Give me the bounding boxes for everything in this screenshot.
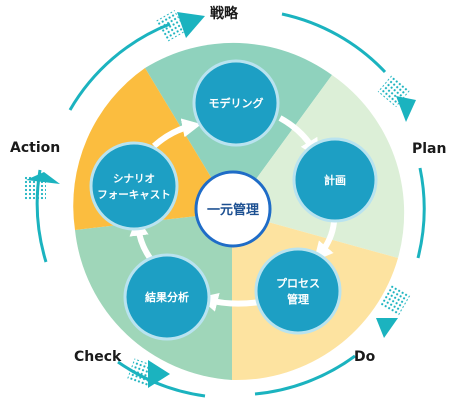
node-analysis: 結果分析 <box>123 253 211 341</box>
ring-arc-bottom <box>117 360 206 398</box>
node-process-label-line2: 管理 <box>287 292 309 306</box>
arrowhead-right-bottom <box>376 284 411 338</box>
node-scenario-label-line1: シナリオ <box>113 173 155 185</box>
node-plan-label: 計画 <box>324 173 346 187</box>
arrow-scenario-to-modeling <box>152 118 202 149</box>
node-process: プロセス 管理 <box>254 247 342 335</box>
arrowhead-top-left <box>155 10 205 42</box>
label-action: Action <box>10 140 60 156</box>
label-do: Do <box>354 349 376 365</box>
arrow-process-to-analysis <box>198 293 261 312</box>
node-analysis-label: 結果分析 <box>145 290 189 304</box>
ring-arc-top-left <box>68 22 171 111</box>
center-label: 一元管理 <box>207 202 259 218</box>
arrowhead-bottom <box>126 358 170 388</box>
outer-arrowheads <box>24 10 416 388</box>
arrowhead-left <box>24 172 60 200</box>
ring-arc-top-right <box>281 12 387 74</box>
node-scenario: シナリオ フォーキャスト <box>89 141 179 231</box>
node-modeling-label: モデリング <box>209 96 264 110</box>
node-modeling: モデリング <box>192 59 280 147</box>
ring-arc-right <box>416 167 426 259</box>
arrow-plan-to-process <box>313 221 337 262</box>
label-plan: Plan <box>412 141 446 157</box>
node-plan: 計画 <box>292 137 378 223</box>
label-check: Check <box>74 349 122 365</box>
label-strategy: 戦略 <box>210 5 239 22</box>
center-hub: 一元管理 <box>194 170 272 248</box>
node-process-label-line1: プロセス <box>276 276 320 290</box>
ring-arc-bottom-right <box>254 354 356 396</box>
arrowhead-right-top <box>377 74 416 122</box>
node-scenario-label-line2: フォーキャスト <box>97 189 171 201</box>
